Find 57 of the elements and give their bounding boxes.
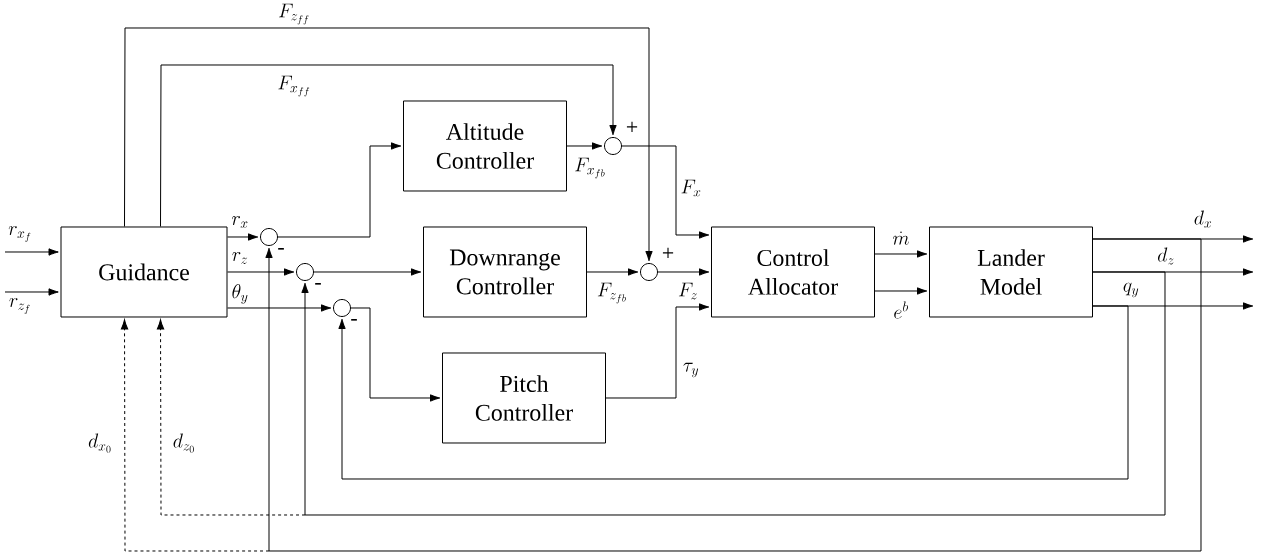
signal-label: $F_{x_{ff}}$ xyxy=(276,74,312,98)
signal-arrow xyxy=(227,304,332,312)
signal-label: $r_{x_f}$ xyxy=(7,225,33,243)
signal-arrow xyxy=(657,268,710,276)
signal-label: $\tau_y$ xyxy=(681,361,701,379)
signal-arrow xyxy=(265,238,1202,552)
summing-junction xyxy=(333,299,351,317)
signal-arrow xyxy=(586,268,639,276)
signal-label: $e^b$ xyxy=(892,300,910,320)
signal-label: $d_{x_0}$ xyxy=(87,432,113,454)
signal-arrow xyxy=(874,287,928,295)
signal-label: $\theta_y$ xyxy=(230,283,250,305)
signal-arrow xyxy=(313,268,422,276)
signal-label: $r_x$ xyxy=(230,215,250,229)
signal-arrow xyxy=(621,145,710,239)
summing-junction xyxy=(604,137,622,155)
signal-label: $F_{z_{ff}}$ xyxy=(277,2,311,26)
signal-arrow xyxy=(350,307,441,402)
signal-label: $r_{z_f}$ xyxy=(7,297,33,315)
sign-label: - xyxy=(315,283,321,285)
summing-junction xyxy=(296,263,314,281)
block-box: Downrange Controller xyxy=(423,226,587,318)
signal-arrow xyxy=(4,248,59,256)
signal-label: $r_z$ xyxy=(230,251,250,265)
block-box: Altitude Controller xyxy=(403,100,567,192)
summing-junction xyxy=(260,228,278,246)
signal-arrow xyxy=(605,303,710,399)
signal-label: $F_{z_{fb}}$ xyxy=(595,281,629,305)
signal-label: $F_z$ xyxy=(676,281,700,301)
signal-arrow xyxy=(227,233,259,241)
signal-label: $F_x$ xyxy=(679,178,703,198)
signal-arrow xyxy=(301,271,1166,516)
signal-arrow xyxy=(124,27,653,262)
signal-arrow xyxy=(160,64,617,227)
dashed-arrow xyxy=(156,319,306,516)
signal-arrow xyxy=(566,142,603,150)
signal-label: $d_z$ xyxy=(1156,246,1176,266)
summing-junction xyxy=(640,263,658,281)
signal-arrow xyxy=(277,142,402,238)
sign-label: - xyxy=(351,319,357,321)
block-box: Control Allocator xyxy=(711,226,875,318)
signal-arrow xyxy=(4,288,59,296)
sign-label: + xyxy=(626,121,638,132)
signal-arrow xyxy=(338,305,1129,480)
dashed-arrow xyxy=(120,319,270,552)
signal-label: $d_x$ xyxy=(1192,209,1214,229)
signal-label: $d_{z_0}$ xyxy=(171,432,197,454)
signal-label: $\dot{m}$ xyxy=(891,230,911,246)
block-box: Guidance xyxy=(60,226,228,318)
signal-arrow xyxy=(874,250,928,258)
signal-label: $q_y$ xyxy=(1121,281,1141,299)
block-box: Pitch Controller xyxy=(442,352,606,444)
block-box: Lander Model xyxy=(929,226,1093,318)
sign-label: - xyxy=(278,248,284,250)
sign-label: + xyxy=(662,247,674,258)
signal-arrow xyxy=(227,268,295,276)
signal-label: $F_{x_{fb}}$ xyxy=(573,156,607,180)
